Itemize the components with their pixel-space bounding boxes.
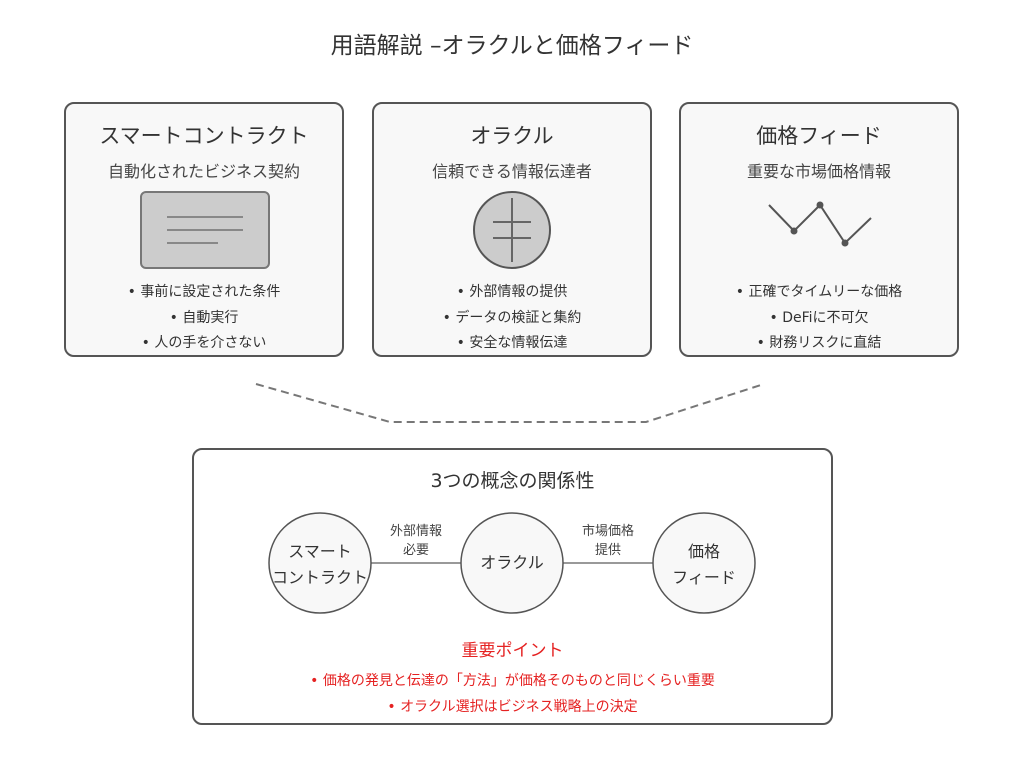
card-title: オラクル: [470, 124, 554, 148]
key-point-text: オラクル選択はビジネス戦略上の決定: [400, 699, 638, 715]
node-circle: [460, 512, 564, 614]
line-chart-icon: [768, 201, 872, 247]
bullet: DeFiに不可欠: [681, 306, 957, 332]
node-circle: [268, 512, 372, 614]
card-subtitle: 信頼できる情報伝達者: [432, 162, 592, 181]
bullet: 人の手を介さない: [66, 331, 342, 357]
relation-title: 3つの概念の関係性: [430, 470, 595, 492]
card-bullets: 正確でタイムリーな価格 DeFiに不可欠 財務リスクに直結: [681, 280, 957, 357]
edge-label: 市場価格 提供: [563, 522, 653, 560]
page-title: 用語解説 –オラクルと価格フィード: [330, 33, 694, 59]
node-label: 価格: [687, 542, 720, 561]
card-price-feed: 価格フィード 重要な市場価格情報 正確でタイムリーな価格 DeFiに不可欠 財務…: [679, 102, 959, 357]
node-label: スマート: [288, 542, 352, 561]
edge-label-line: 提供: [594, 543, 621, 558]
bullet: 自動実行: [66, 306, 342, 332]
edge-label-line: 市場価格: [581, 524, 634, 539]
card-oracle: オラクル 信頼できる情報伝達者 外部情報の提供 データの検証と集約 安全な情報伝…: [372, 102, 652, 357]
card-subtitle: 重要な市場価格情報: [746, 162, 891, 181]
node-label: オラクル: [480, 553, 544, 572]
edge-label: 外部情報 必要: [371, 522, 461, 560]
node-label: コントラクト: [271, 568, 368, 587]
card-subtitle: 自動化されたビジネス契約: [107, 162, 300, 181]
node-oracle: オラクル: [452, 550, 572, 576]
key-points-title: 重要ポイント: [461, 641, 564, 661]
bullet: 安全な情報伝達: [374, 331, 650, 357]
card-bullets: 外部情報の提供 データの検証と集約 安全な情報伝達: [374, 280, 650, 357]
dashed-connector: [255, 383, 765, 423]
edge-label-line: 必要: [402, 543, 429, 558]
edge-label-line: 外部情報: [389, 524, 442, 539]
node-smart-contract: スマート コントラクト: [260, 539, 380, 591]
key-point: • 価格の発見と伝達の「方法」が価格そのものと同じくらい重要: [310, 673, 715, 689]
bullet: 外部情報の提供: [374, 280, 650, 306]
card-bullets: 事前に設定された条件 自動実行 人の手を介さない: [66, 280, 342, 357]
node-label: フィード: [672, 568, 736, 587]
bullet: 正確でタイムリーな価格: [681, 280, 957, 306]
key-point-text: 価格の発見と伝達の「方法」が価格そのものと同じくらい重要: [322, 673, 715, 689]
node-price-feed: 価格 フィード: [644, 539, 764, 591]
document-icon: [140, 191, 270, 269]
bullet: データの検証と集約: [374, 306, 650, 332]
card-title: スマートコントラクト: [99, 124, 309, 148]
node-circle: [652, 512, 756, 614]
bullet: 財務リスクに直結: [681, 331, 957, 357]
crosshair-circle-icon: [473, 191, 551, 269]
bullet: 事前に設定された条件: [66, 280, 342, 306]
key-point: • オラクル選択はビジネス戦略上の決定: [387, 699, 638, 715]
card-title: 価格フィード: [756, 124, 882, 148]
